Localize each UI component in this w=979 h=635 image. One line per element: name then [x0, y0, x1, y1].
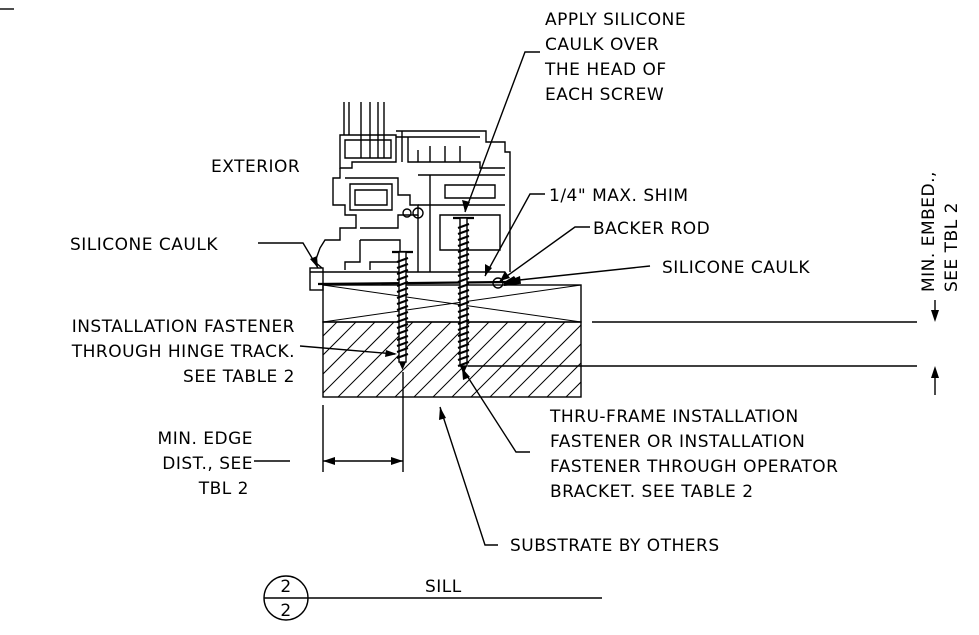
backer-rod-label: BACKER ROD	[593, 219, 710, 239]
screw-thread	[396, 293, 409, 299]
hatch-line	[546, 362, 581, 397]
screw-thread	[457, 337, 470, 343]
screw-thread	[396, 269, 409, 275]
screw-thread	[396, 299, 409, 305]
hatch-line	[323, 322, 376, 375]
min-edge-label-2: DIST., SEE	[162, 454, 253, 474]
exterior-label: EXTERIOR	[211, 157, 300, 177]
leader-lines	[254, 51, 651, 546]
hatch-line	[604, 322, 679, 397]
apply-silicone-label-2: CAULK OVER	[545, 35, 659, 55]
screw-thread	[457, 235, 470, 241]
hatch-line	[508, 324, 581, 397]
annotations: APPLY SILICONE CAULK OVER THE HEAD OF EA…	[70, 10, 962, 556]
screw-thread	[396, 281, 409, 287]
hatch-line	[323, 322, 357, 356]
screw-thread	[396, 341, 409, 347]
screw-thread	[457, 277, 470, 283]
screw-thread	[396, 311, 409, 317]
installation-fastener-label-1: INSTALLATION FASTENER	[72, 317, 295, 337]
screw-thread	[457, 325, 470, 331]
silicone-caulk-right-label: SILICONE CAULK	[662, 258, 810, 278]
hatch-line	[375, 322, 452, 397]
screw-thread	[396, 305, 409, 311]
screw-thread	[396, 323, 409, 329]
screw-thread	[457, 343, 470, 349]
apply-silicone-label-3: THE HEAD OF	[544, 60, 667, 80]
screw-thread	[396, 257, 409, 263]
screw-thread	[457, 241, 470, 247]
screw-thread	[396, 317, 409, 323]
screw-thread	[396, 263, 409, 269]
thru-frame-label-4: BRACKET. SEE TABLE 2	[550, 482, 754, 502]
screw-thread	[457, 229, 470, 235]
hatch-line	[432, 322, 509, 397]
hatch-line	[527, 343, 581, 397]
screw-thread	[457, 289, 470, 295]
detail-title: SILL	[425, 577, 462, 597]
screw-thread	[457, 307, 470, 313]
min-edge-label-3: TBL 2	[198, 479, 249, 499]
thru-frame-label-3: FASTENER THROUGH OPERATOR	[550, 457, 838, 477]
screw-thread	[396, 353, 409, 359]
hatch-line	[323, 322, 395, 394]
screw-thread	[457, 355, 470, 361]
thru-frame-label-2: FASTENER OR INSTALLATION	[550, 432, 805, 452]
screw-thread	[457, 331, 470, 337]
thru-frame-label-1: THRU-FRAME INSTALLATION	[549, 407, 799, 427]
sheet-number: 2	[280, 601, 291, 621]
hatch-line	[565, 381, 581, 397]
min-embed-label-1: MIN. EMBED.,	[919, 171, 939, 292]
screw-thread	[457, 223, 470, 229]
screw-thread	[396, 347, 409, 353]
screw-thread	[457, 253, 470, 259]
hatch-line	[470, 322, 547, 397]
screw-thread	[457, 259, 470, 265]
detail-number: 2	[280, 577, 291, 597]
apply-silicone-label-4: EACH SCREW	[545, 85, 664, 105]
hatch-line	[356, 322, 433, 397]
hatch-line	[394, 322, 471, 397]
min-edge-label-1: MIN. EDGE	[158, 429, 253, 449]
silicone-caulk-left-label: SILICONE CAULK	[70, 235, 218, 255]
screw-thread	[457, 295, 470, 301]
hatch-line	[413, 322, 490, 397]
hatch-line	[489, 322, 566, 397]
window-frame-section	[309, 102, 520, 291]
screw-thread	[396, 275, 409, 281]
screw-right	[453, 216, 474, 374]
substrate-hatch	[322, 321, 679, 398]
screw-thread	[457, 319, 470, 325]
screw-thread	[457, 301, 470, 307]
installation-fastener-label-3: SEE TABLE 2	[183, 367, 295, 387]
extension-lines	[322, 300, 939, 472]
screw-thread	[457, 313, 470, 319]
apply-silicone-label-1: APPLY SILICONE	[545, 10, 686, 30]
screw-thread	[396, 287, 409, 293]
substrate-label: SUBSTRATE BY OTHERS	[510, 536, 720, 556]
title-block: 2 2 SILL	[263, 575, 602, 621]
shim-label: 1/4" MAX. SHIM	[549, 186, 689, 206]
hatch-line	[451, 322, 528, 397]
screw-thread	[457, 361, 470, 367]
screw-left	[392, 250, 413, 370]
shim-and-sill-block	[317, 280, 582, 323]
screw-thread	[457, 271, 470, 277]
screw-thread	[396, 329, 409, 335]
screw-thread	[396, 335, 409, 341]
screw-thread	[457, 247, 470, 253]
screw-thread	[457, 349, 470, 355]
hatch-line	[323, 322, 338, 337]
hatch-line	[585, 322, 660, 397]
screw-thread	[457, 265, 470, 271]
screw-thread	[457, 283, 470, 289]
installation-fastener-label-2: THROUGH HINGE TRACK.	[71, 342, 295, 362]
min-embed-label-2: SEE TBL 2	[942, 202, 962, 292]
